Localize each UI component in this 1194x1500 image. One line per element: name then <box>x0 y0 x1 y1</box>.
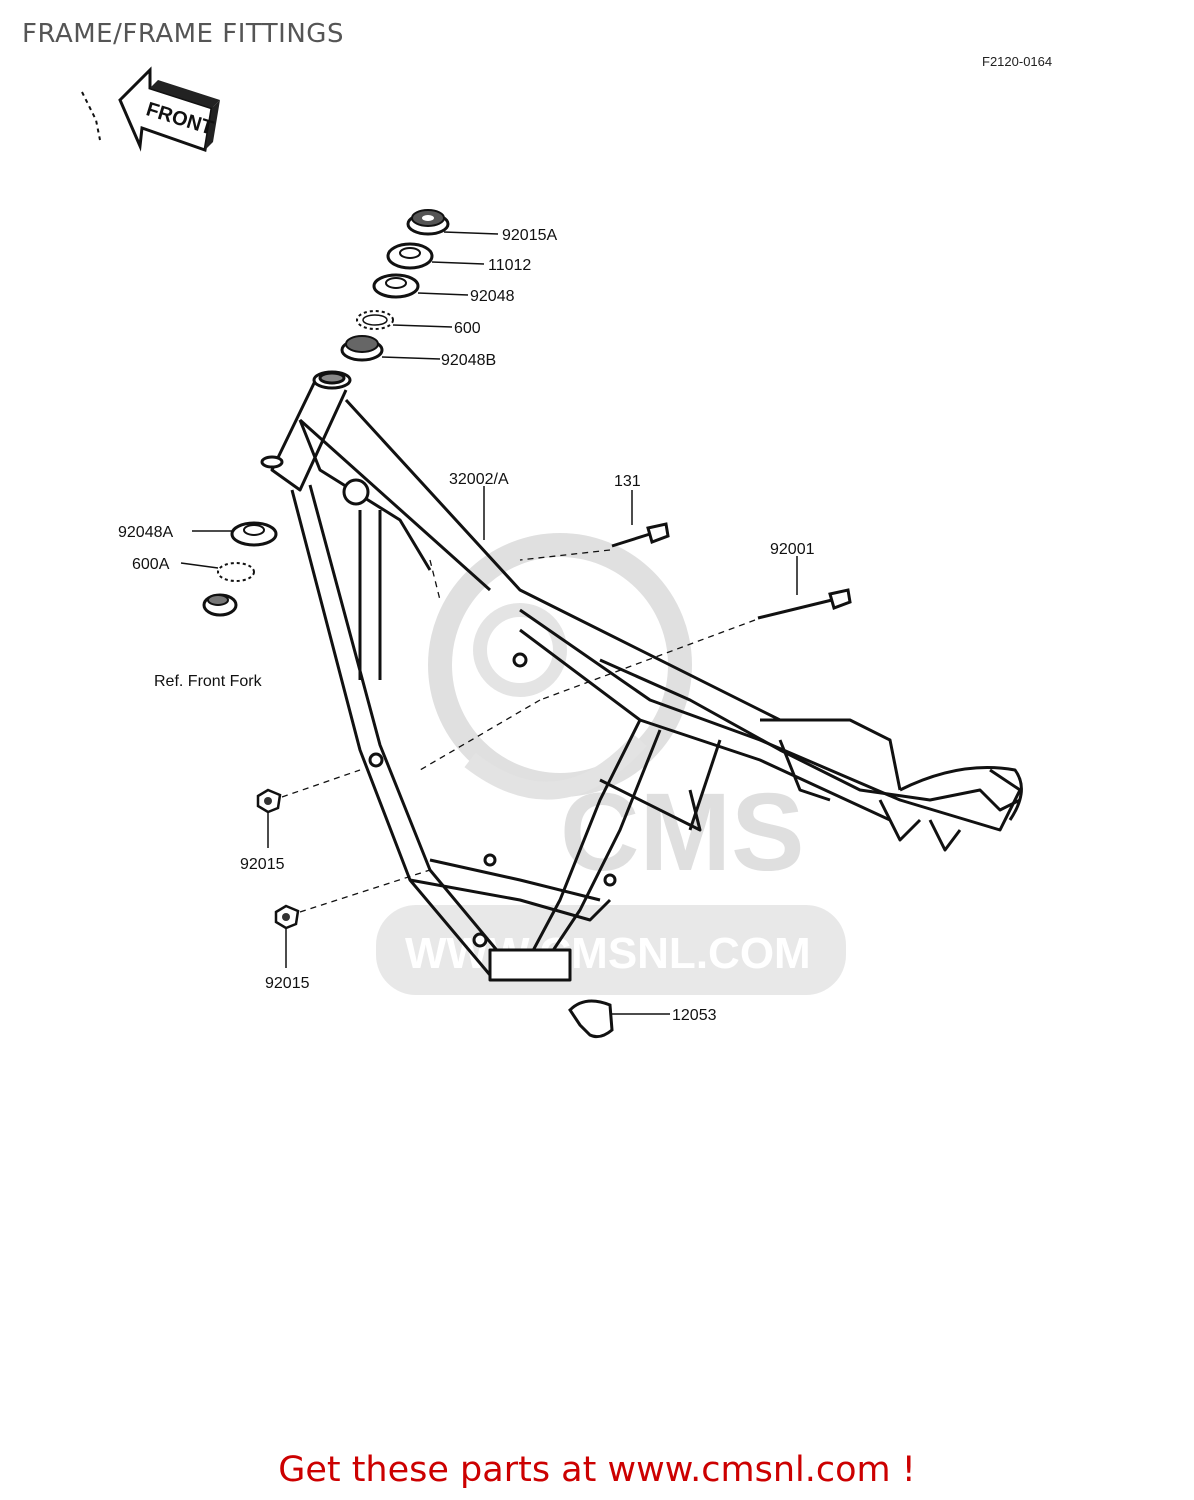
label-12053: 12053 <box>672 1007 717 1024</box>
document-code: F2120-0164 <box>982 54 1053 69</box>
page-title: FRAME/FRAME FITTINGS <box>22 19 344 49</box>
lower-cone-race <box>230 521 278 547</box>
label-92048A: 92048A <box>118 524 173 541</box>
label-600A: 600A <box>132 556 170 573</box>
leader-lines <box>180 231 798 1015</box>
fork-stem-bottom <box>202 593 238 617</box>
steering-stem-nut <box>406 209 450 236</box>
nut-92015-upper <box>256 788 282 814</box>
front-arrow: FRONT <box>81 66 220 153</box>
bolt-92001 <box>757 588 852 620</box>
label-32002A: 32002/A <box>449 471 509 488</box>
label-92048B: 92048B <box>441 352 496 369</box>
upper-ball-bearings <box>356 310 394 330</box>
label-92015-upper: 92015 <box>240 856 285 873</box>
watermark-url: WWW.CMSNL.COM <box>405 929 811 978</box>
clamp-12053 <box>568 999 614 1039</box>
footer-promo-link[interactable]: Get these parts at www.cmsnl.com ! <box>278 1450 916 1490</box>
label-ref-front-fork: Ref. Front Fork <box>154 673 263 690</box>
lower-ball-bearings <box>217 562 255 582</box>
label-92015A: 92015A <box>502 227 557 244</box>
steering-stem-cap <box>386 242 434 270</box>
label-131: 131 <box>614 473 641 490</box>
label-11012: 11012 <box>488 257 531 274</box>
dashed-leader-lines <box>281 549 756 913</box>
frame-parts-diagram: CMS WWW.CMSNL.COM FRONT <box>81 66 1023 1039</box>
upper-race <box>372 273 420 299</box>
nut-92015-lower <box>274 904 300 930</box>
watermark-cms-text: CMS <box>560 771 804 894</box>
label-600: 600 <box>454 320 481 337</box>
motorcycle-frame <box>260 370 1023 982</box>
bolt-131 <box>611 522 670 548</box>
upper-cone-race <box>340 335 384 362</box>
label-92048: 92048 <box>470 288 515 305</box>
label-92001: 92001 <box>770 541 815 558</box>
label-92015-lower: 92015 <box>265 975 310 992</box>
